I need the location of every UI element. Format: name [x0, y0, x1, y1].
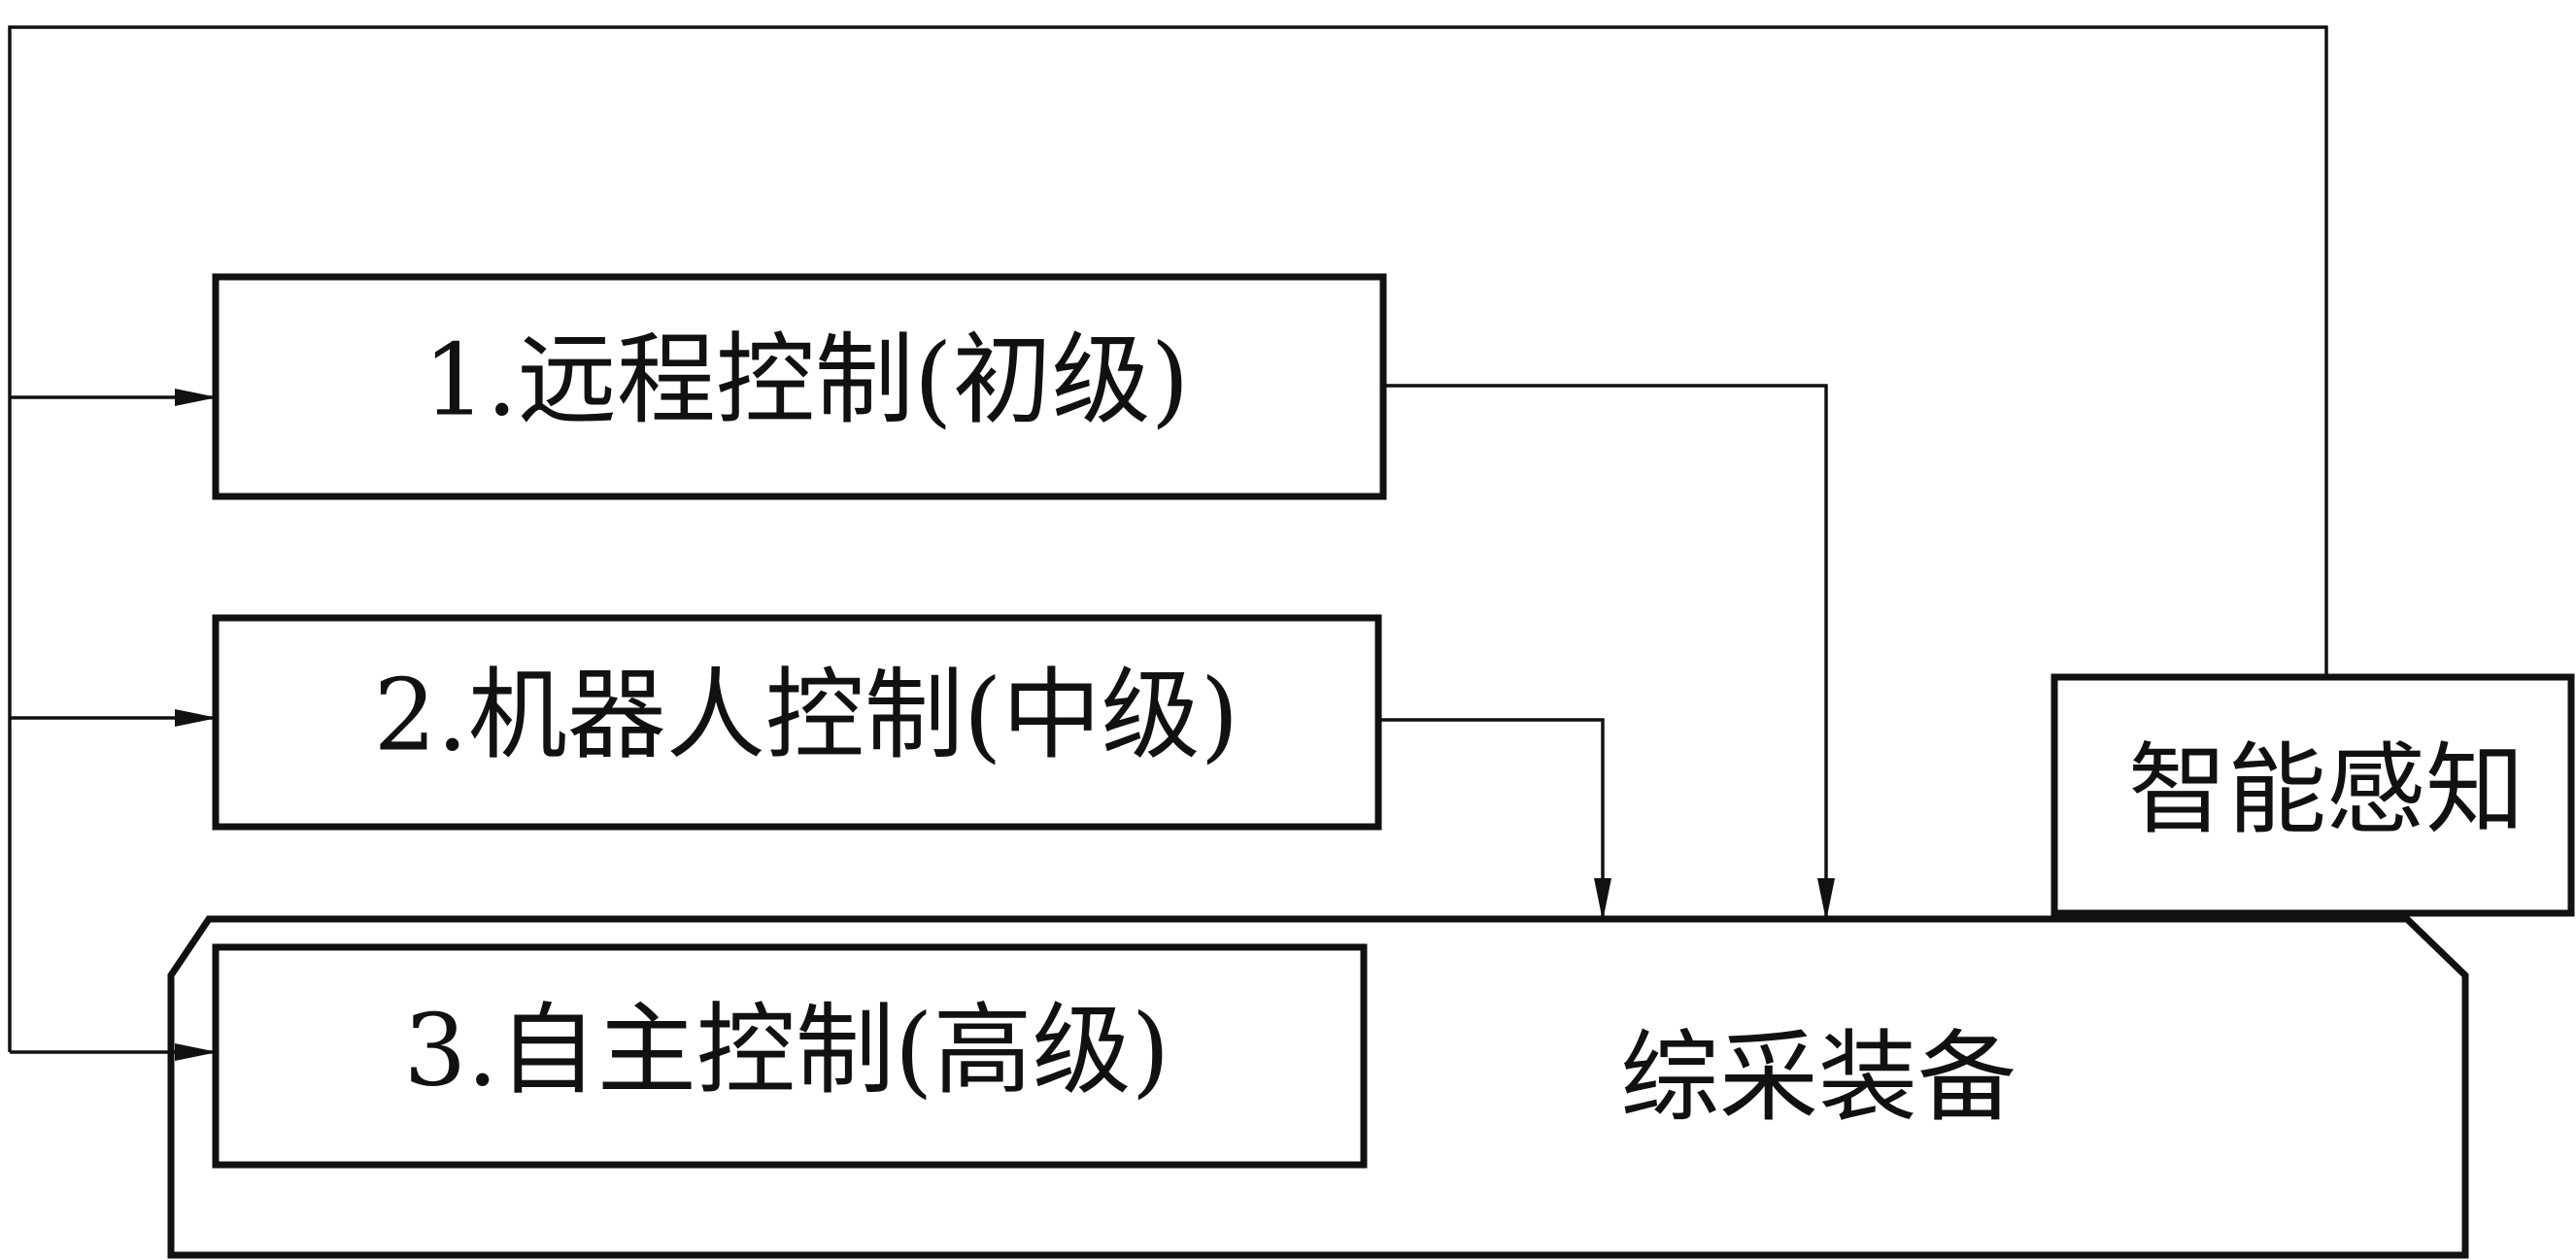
- autonomous-control-box: 3.自主控制(高级): [212, 943, 1368, 1169]
- intelligent-perception-outline: [2051, 673, 2575, 917]
- robot-control-label: 2.机器人控制(中级): [374, 659, 1239, 774]
- autonomous-control-label: 3.自主控制(高级): [404, 994, 1170, 1109]
- robot-control-outline: [212, 614, 1382, 831]
- mining-equipment-label: 综采装备: [1620, 1021, 2017, 1137]
- intelligent-perception-label: 智能感知: [2128, 733, 2525, 849]
- arrow-remote-to-equipment: [1383, 384, 1835, 921]
- arrow-robot-to-equipment: [1378, 718, 1611, 921]
- control-output-connectors: [1378, 384, 1835, 921]
- intelligent-perception-box: 智能感知: [2051, 673, 2575, 917]
- feedback-connectors: [8, 25, 2328, 1061]
- remote-control-box: 1.远程控制(初级): [212, 273, 1387, 500]
- remote-control-label: 1.远程控制(初级): [424, 324, 1190, 439]
- remote-control-outline: [212, 273, 1387, 500]
- mining-equipment-box: 综采装备: [167, 915, 2469, 1259]
- robot-control-box: 2.机器人控制(中级): [212, 614, 1382, 831]
- mining-equipment-outline: [167, 915, 2469, 1259]
- perception-feedback-line: [8, 25, 2328, 1052]
